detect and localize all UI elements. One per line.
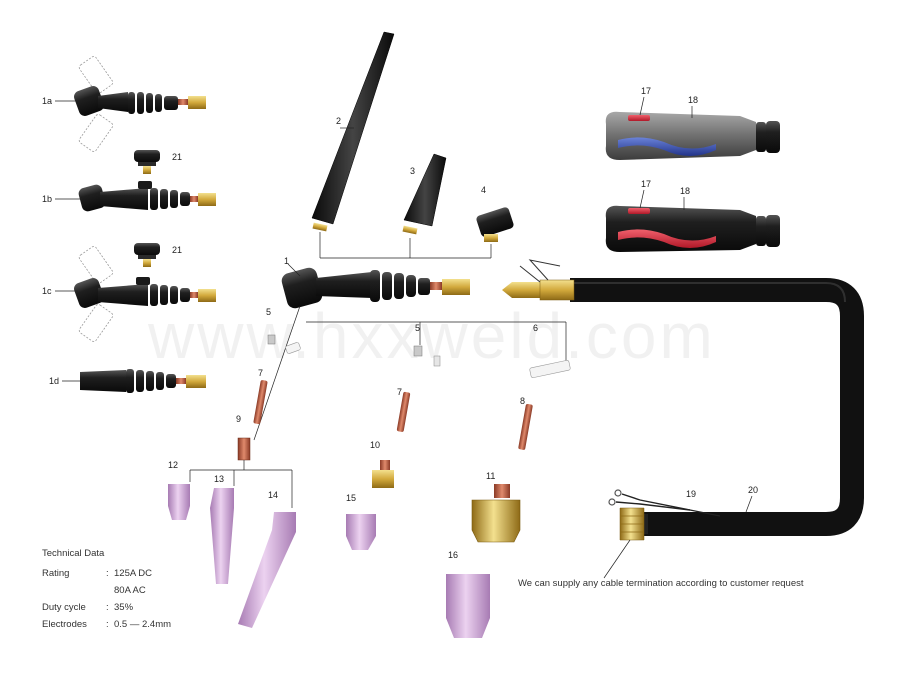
callout-19: 19 — [686, 489, 696, 499]
callout-7: 7 — [258, 368, 263, 378]
callout-12: 12 — [168, 460, 178, 470]
part-21-switch-knob — [134, 150, 160, 174]
part-6-large-insulator: 6 — [529, 323, 571, 378]
part-21-switch-knob — [134, 243, 160, 267]
duty-cycle-value: 35% — [114, 602, 134, 613]
callout-18: 18 — [688, 95, 698, 105]
part-14-extra-long-nozzle: 14 — [238, 490, 296, 628]
rating-ac-value: 80A AC — [114, 585, 146, 596]
part-16-large-nozzle: 16 — [446, 550, 490, 638]
cable-power-end-connector — [619, 507, 648, 541]
callout-1a: 1a — [42, 96, 52, 106]
part-15-gas-lens-nozzle: 15 — [346, 493, 376, 550]
part-11-large-gas-lens: 11 — [471, 471, 521, 543]
part-6-insulator-b — [433, 355, 441, 367]
callout-3: 3 — [410, 166, 415, 176]
callout-9: 9 — [236, 414, 241, 424]
callout-1c: 1c — [42, 286, 52, 296]
callout-14: 14 — [268, 490, 278, 500]
separator: : — [106, 619, 109, 630]
part-13-long-nozzle: 13 — [210, 474, 234, 584]
cable-termination-note: We can supply any cable termination acco… — [518, 578, 804, 589]
callout-18: 18 — [680, 186, 690, 196]
handle-blue-grey: 17 18 — [605, 86, 780, 160]
torch-variant-1b: 1b 21 — [42, 150, 216, 212]
electrodes-row: Electrodes : 0.5 — 2.4mm — [42, 616, 171, 633]
callout-21: 21 — [172, 245, 182, 255]
part-12-short-nozzle: 12 — [168, 460, 190, 520]
note-pointer-line — [603, 539, 631, 579]
nozzle-bracket-lines — [189, 460, 293, 508]
part-3-medium-back-cap: 3 — [402, 153, 447, 235]
front-connection-lines — [253, 305, 567, 441]
callout-21: 21 — [172, 152, 182, 162]
rating-dc-value: 125A DC — [114, 568, 153, 579]
separator: : — [106, 602, 109, 613]
part-7-collet-b: 7 — [396, 387, 411, 432]
callout-4: 4 — [481, 185, 486, 195]
callout-17: 17 — [641, 179, 651, 189]
part-7-collet-a: 7 — [253, 368, 268, 425]
part-19-control-wire: 19 — [608, 489, 721, 517]
part-2-long-back-cap: 2 — [311, 31, 395, 232]
callout-11: 11 — [486, 471, 495, 481]
callout-20: 20 — [748, 485, 758, 495]
callout-17: 17 — [641, 86, 651, 96]
cap-connection-lines — [319, 232, 492, 259]
part-4-short-back-cap: 4 — [476, 185, 514, 242]
torch-variant-1d: 1d — [49, 369, 206, 393]
part-5-gasket-a: 5 — [266, 307, 276, 345]
part-10-gas-lens-body: 10 — [370, 440, 394, 488]
callout-16: 16 — [448, 550, 458, 560]
torch-variant-1c: 1c 21 — [42, 243, 216, 342]
part-1-main-torch-body: 1 — [281, 256, 470, 309]
technical-data-panel: Technical Data Rating : 125A DC 80A AC D… — [42, 548, 171, 633]
cable-torch-end-connector — [502, 259, 575, 301]
callout-8: 8 — [520, 396, 525, 406]
electrodes-value: 0.5 — 2.4mm — [114, 619, 172, 630]
part-5-gasket-b: 5 — [413, 323, 423, 357]
callout-2: 2 — [336, 116, 341, 126]
callout-5: 5 — [415, 323, 420, 333]
callout-5: 5 — [266, 307, 271, 317]
part-20-power-cable: 20 — [570, 278, 864, 536]
separator: : — [106, 568, 109, 579]
callout-15: 15 — [346, 493, 356, 503]
rating-row: Rating : 125A DC — [42, 565, 171, 582]
duty-cycle-label: Duty cycle — [42, 602, 86, 613]
handle-red-black: 17 18 — [605, 179, 780, 252]
callout-7: 7 — [397, 387, 402, 397]
electrodes-label: Electrodes — [42, 619, 87, 630]
callout-1d: 1d — [49, 376, 59, 386]
part-6-insulator-a — [285, 342, 301, 354]
callout-1: 1 — [284, 256, 289, 266]
part-8-long-collet: 8 — [518, 396, 533, 450]
technical-data-title: Technical Data — [42, 548, 105, 559]
ghost-rotation-outline — [78, 56, 114, 152]
rating-label: Rating — [42, 568, 70, 579]
part-9-collet-body: 9 — [236, 414, 251, 461]
callout-13: 13 — [214, 474, 224, 484]
watermark-text: www.hxxweld.com — [147, 300, 716, 372]
duty-cycle-row: Duty cycle : 35% — [42, 599, 171, 616]
rating-ac-row: 80A AC — [42, 582, 171, 599]
callout-1b: 1b — [42, 194, 52, 204]
callout-6: 6 — [533, 323, 538, 333]
torch-variant-1a: 1a — [42, 56, 206, 152]
callout-10: 10 — [370, 440, 380, 450]
